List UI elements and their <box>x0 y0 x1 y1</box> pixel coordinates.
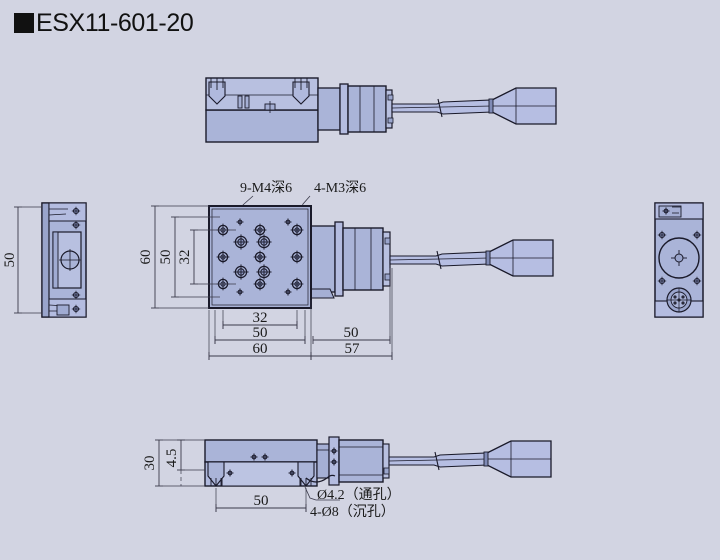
dim-label: 50 <box>253 325 268 341</box>
bottom-view-cable <box>388 440 552 478</box>
model-number-label: ESX11-601-20 <box>36 9 194 37</box>
bottom-view-dim-30: 30 <box>142 439 205 487</box>
bottom-elevation-view: 30 4.5 50 <box>142 436 552 520</box>
right-side-view <box>654 202 704 318</box>
dim-label: 60 <box>138 250 154 265</box>
bottom-view-dim-4-5: 4.5 <box>164 439 205 486</box>
dim-label: 32 <box>253 310 268 326</box>
dim-label: 30 <box>142 456 158 471</box>
top-view-clamps <box>208 78 310 113</box>
callout-through-hole: Ø4.2（通孔） <box>317 487 401 503</box>
dim-label: 50 <box>158 250 174 265</box>
callout-9-m4: 9-M4深6 <box>240 180 292 196</box>
front-view-dim-50-v: 50 <box>158 216 220 298</box>
front-view-dim-50-h: 50 <box>214 310 306 344</box>
dim-label: 50 <box>344 325 359 341</box>
front-view-dim-32-h: 32 <box>222 310 298 329</box>
bullet-square-icon <box>14 13 34 33</box>
front-view-dim-32-v: 32 <box>177 229 236 285</box>
page-title: ESX11-601-20 <box>14 9 194 37</box>
dim-label: 60 <box>253 341 268 357</box>
bottom-view-dim-50: 50 <box>215 488 307 512</box>
front-plan-view: 9-M4深6 4-M3深6 <box>138 180 554 360</box>
top-view <box>205 77 557 143</box>
callout-counterbore: 4-Ø8（沉孔） <box>310 504 395 520</box>
callout-4-m3: 4-M3深6 <box>314 180 366 196</box>
dim-label: 50 <box>254 493 269 509</box>
dim-label: 50 <box>2 253 18 268</box>
dim-label: 57 <box>345 341 361 357</box>
front-view-cable <box>389 239 554 277</box>
left-view-dim-50: 50 <box>2 206 42 314</box>
front-view-dim-50-right: 50 <box>312 268 391 344</box>
bottom-view-hole-leader <box>304 486 340 501</box>
left-side-view: 50 <box>2 202 87 318</box>
dim-label: 32 <box>177 250 193 265</box>
top-view-cable <box>391 87 557 125</box>
dim-label: 4.5 <box>164 449 180 468</box>
front-view-dim-60-v: 60 <box>138 205 209 309</box>
front-view-dim-60-h: 60 <box>208 300 312 360</box>
front-view-dim-57-right: 57 <box>310 268 393 360</box>
